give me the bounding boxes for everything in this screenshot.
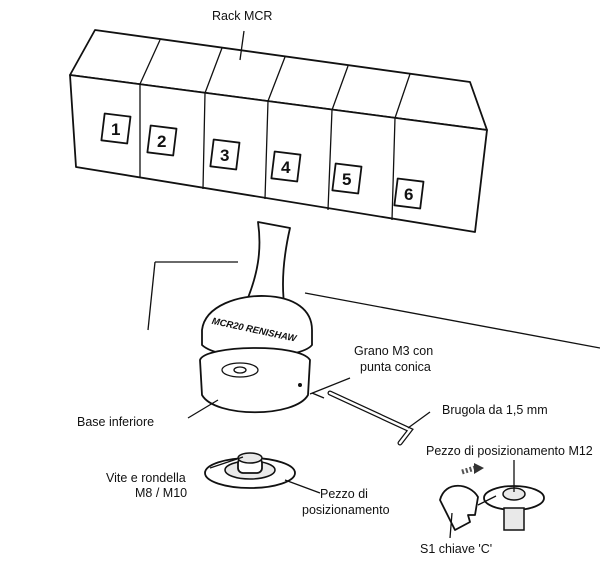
port-box bbox=[100, 112, 132, 145]
port-box bbox=[146, 124, 178, 157]
label-rack: Rack MCR bbox=[212, 9, 272, 23]
port-box bbox=[331, 162, 363, 195]
direction-arrow-icon bbox=[461, 465, 476, 475]
rack-port-4: 4 bbox=[270, 150, 302, 183]
port-number: 4 bbox=[281, 158, 291, 177]
port-number: 2 bbox=[157, 132, 166, 151]
rack-port-1: 1 bbox=[100, 112, 132, 145]
port-number: 6 bbox=[404, 185, 413, 204]
table-edge-left bbox=[147, 261, 156, 331]
hex-key bbox=[327, 390, 414, 446]
port-number: 1 bbox=[111, 120, 120, 139]
hex-key-highlight bbox=[328, 391, 412, 445]
port-box bbox=[209, 138, 241, 171]
label-lower-base: Base inferiore bbox=[77, 415, 154, 429]
rack-dividers bbox=[139, 39, 411, 221]
c-spanner bbox=[439, 484, 479, 531]
base-hole-inner bbox=[233, 366, 247, 374]
direction-arrowhead-icon bbox=[474, 463, 484, 474]
insertion-arrow bbox=[311, 392, 325, 399]
rack-port-3: 3 bbox=[209, 138, 241, 171]
lower-base bbox=[199, 347, 311, 414]
label-locating-piece-1: Pezzo di bbox=[320, 487, 368, 501]
rack-port-6: 6 bbox=[393, 177, 425, 210]
m12-thread bbox=[503, 507, 525, 531]
port-number: 3 bbox=[220, 146, 229, 165]
leader-lines bbox=[187, 30, 515, 539]
label-locating-piece-m12: Pezzo di posizionamento M12 bbox=[426, 444, 593, 458]
label-screw-washer-2: M8 / M10 bbox=[135, 486, 187, 500]
rack-port-5: 5 bbox=[331, 162, 363, 195]
label-screw-washer-1: Vite e rondella bbox=[106, 471, 186, 485]
port-box bbox=[393, 177, 425, 210]
label-hex-key: Brugola da 1,5 mm bbox=[442, 403, 548, 417]
port-box bbox=[270, 150, 302, 183]
label-c-spanner: S1 chiave 'C' bbox=[420, 542, 492, 556]
rack-port-2: 2 bbox=[146, 124, 178, 157]
port-number: 5 bbox=[342, 170, 351, 189]
label-grub-screw-1: Grano M3 con bbox=[354, 344, 433, 358]
label-grub-screw-2: punta conica bbox=[360, 360, 431, 374]
label-locating-piece-2: posizionamento bbox=[302, 503, 390, 517]
table-edge-right bbox=[304, 292, 600, 349]
base-hole bbox=[221, 362, 259, 378]
grub-screw-hole bbox=[298, 383, 302, 387]
rack-ports: 1 2 3 4 5 6 bbox=[100, 112, 425, 210]
